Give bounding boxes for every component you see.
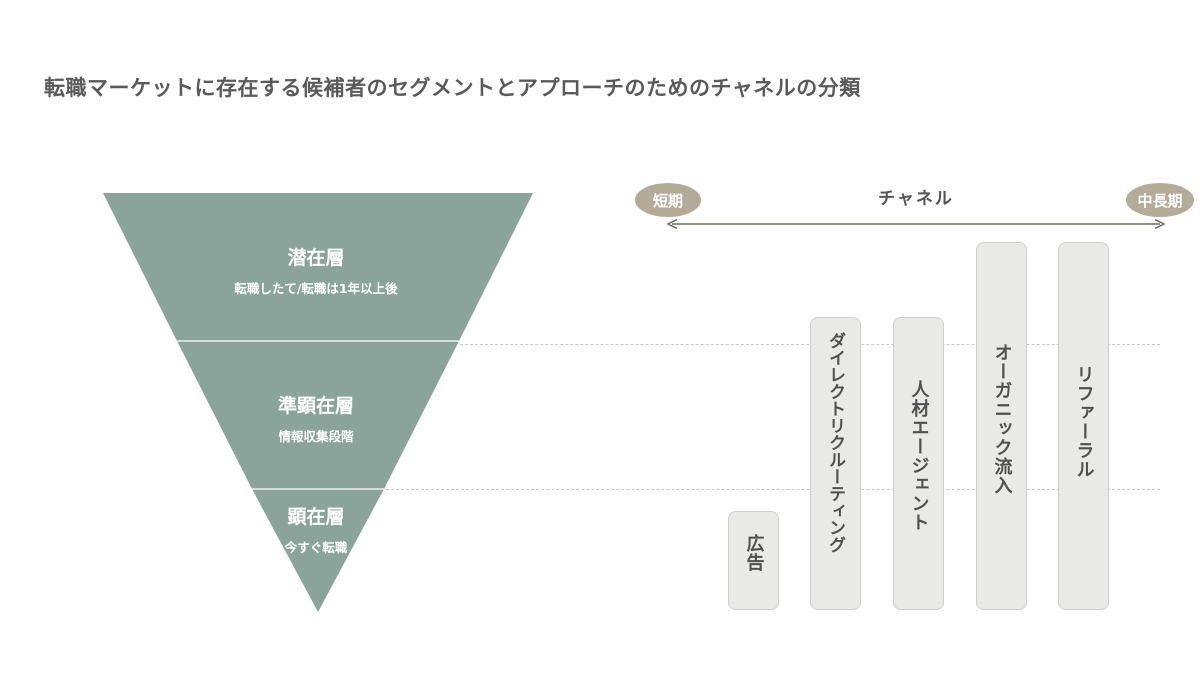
channel-bar-referral: リファーラル xyxy=(1058,242,1109,610)
boundary-line-active xyxy=(386,489,1160,490)
channel-bar-agent: 人材エージェント xyxy=(893,317,944,610)
funnel-diagram xyxy=(103,193,533,612)
channel-bar-direct-recruiting: ダイレクトリクルーティング xyxy=(810,317,861,610)
channel-label: ダイレクトリクルーティング xyxy=(825,332,845,553)
layer-description: 転職したて/転職は1年以上後 xyxy=(234,281,398,296)
page-title: 転職マーケットに存在する候補者のセグメントとアプローチのためのチャネルの分類 xyxy=(44,76,861,100)
channel-bar-organic: オーガニック流入 xyxy=(976,242,1027,610)
funnel-layer-latent-shape xyxy=(103,193,533,341)
short-term-badge: 短期 xyxy=(635,183,701,217)
channel-label: 広告 xyxy=(743,534,765,572)
layer-description: 情報収集段階 xyxy=(278,429,354,444)
funnel-layer-active-shape xyxy=(252,489,384,612)
channel-label: オーガニック流入 xyxy=(991,343,1013,495)
long-term-badge: 中長期 xyxy=(1126,183,1194,217)
funnel-layer-latent: 潜在層 転職したて/転職は1年以上後 xyxy=(218,243,414,297)
channel-bar-ads: 広告 xyxy=(728,511,779,610)
channel-axis-label: チャネル xyxy=(878,189,954,209)
layer-description: 今すぐ転職 xyxy=(284,540,348,555)
funnel-layer-semi-shape xyxy=(177,341,459,489)
layer-name: 潜在層 xyxy=(287,247,345,269)
layer-name: 準顕在層 xyxy=(277,395,354,417)
channel-label: 人材エージェント xyxy=(908,380,930,532)
layer-name: 顕在層 xyxy=(287,506,345,528)
funnel-layer-active: 顕在層 今すぐ転職 xyxy=(258,502,374,556)
funnel-layer-semi: 準顕在層 情報収集段階 xyxy=(238,391,394,445)
channel-label: リファーラル xyxy=(1073,365,1095,479)
